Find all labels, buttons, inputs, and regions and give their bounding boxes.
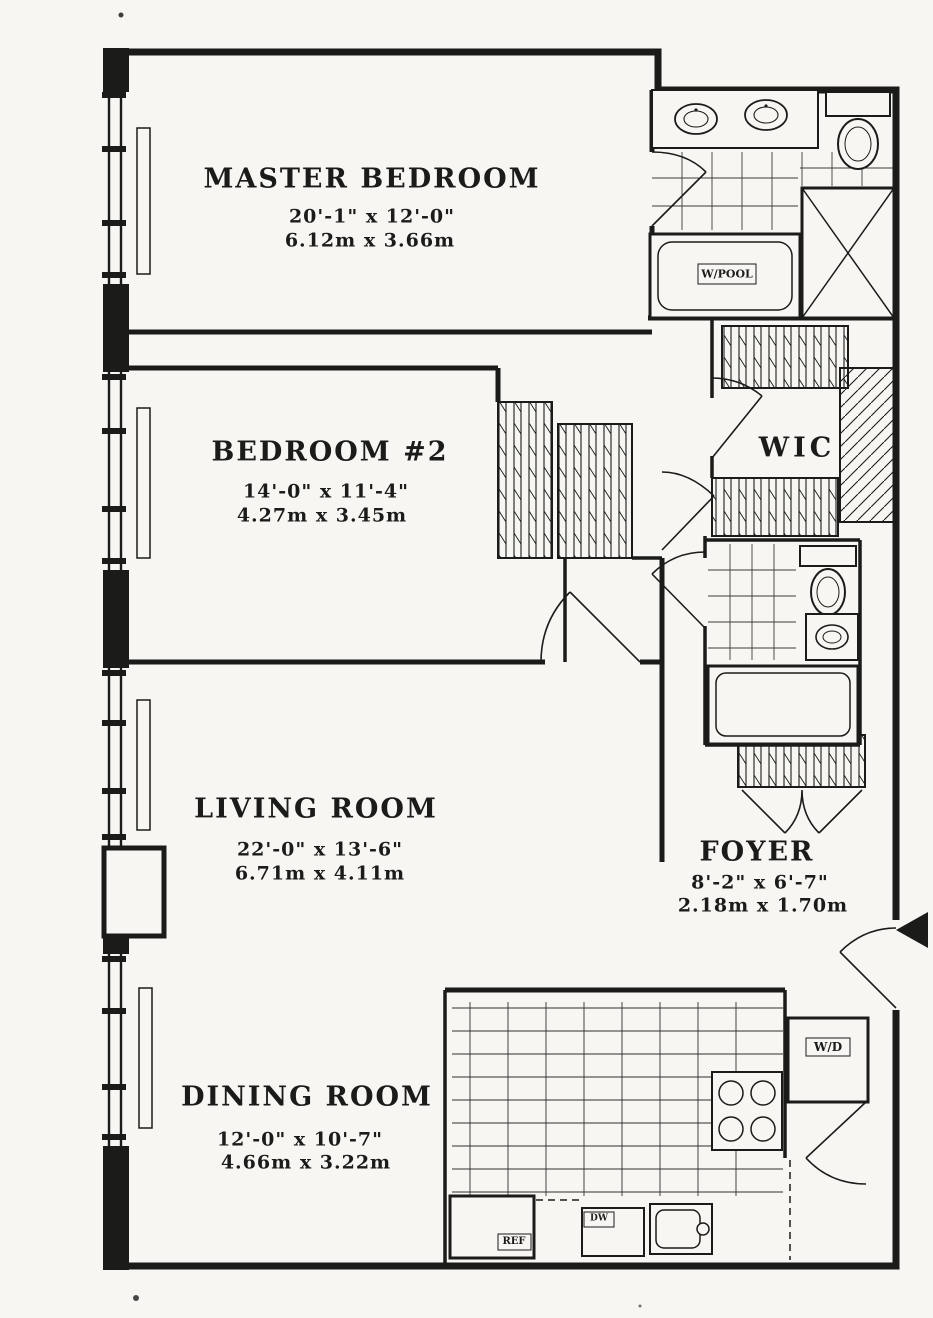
- kitchen: [448, 1016, 870, 1260]
- bedroom2-label: BEDROOM #2: [211, 436, 449, 468]
- dining-room-dim-metric: 4.66m x 3.22m: [220, 1151, 392, 1174]
- stove: [711, 1071, 783, 1151]
- master-bedroom-dim-imperial: 20'-1" x 12'-0": [288, 205, 456, 228]
- second-bathroom: [706, 545, 860, 746]
- living-room-label: LIVING ROOM: [194, 793, 438, 825]
- left-wall-windows: [102, 90, 153, 1146]
- foyer-dim-imperial: 8'-2" x 6'-7": [691, 871, 829, 894]
- bedroom2-closet-left: [497, 401, 553, 559]
- washer-dryer-door: [805, 1101, 867, 1185]
- dining-room-dim-imperial: 12'-0" x 10'-7": [216, 1128, 384, 1151]
- entry-arrow-icon: [896, 912, 928, 948]
- refrigerator: [448, 1194, 536, 1260]
- master-bedroom-dim-metric: 6.12m x 3.66m: [284, 229, 456, 252]
- doors: [540, 151, 897, 1185]
- window-mullion-ticks: [102, 92, 126, 1140]
- hall-door: [661, 471, 715, 551]
- entry-door: [839, 927, 897, 1009]
- wic-closet-right: [839, 367, 897, 523]
- refrigerator-label: REF: [502, 1236, 526, 1247]
- whirlpool-tub: [648, 232, 802, 320]
- bedroom2-dim-imperial: 14'-0" x 11'-4": [242, 480, 410, 503]
- vanity-sink-right: [744, 99, 788, 131]
- master-bath-door: [651, 151, 707, 227]
- window-sills: [136, 127, 153, 1129]
- vanity-sink-left: [674, 103, 718, 135]
- bedroom2-dim-metric: 4.27m x 3.45m: [236, 504, 408, 527]
- washer-dryer-label: W/D: [813, 1040, 843, 1054]
- toilet-master: [825, 91, 891, 170]
- kitchen-sink: [649, 1203, 713, 1255]
- wic-door: [711, 377, 763, 459]
- dishwasher-label: DW: [590, 1213, 608, 1224]
- dining-room-label: DINING ROOM: [181, 1081, 433, 1113]
- master-bathroom: [648, 89, 896, 320]
- foyer-closet-doors: [741, 789, 863, 834]
- bedroom2-closet-right: [557, 423, 633, 559]
- wic-closet-top: [721, 325, 849, 389]
- wic-closet-bottom: [711, 477, 839, 537]
- upper-cabinet-dashed-lines: [536, 1160, 791, 1260]
- living-room-dim-imperial: 22'-0" x 13'-6": [236, 838, 404, 861]
- bathtub: [706, 664, 860, 746]
- foyer-label: FOYER: [699, 836, 815, 868]
- scan-specks: [118, 12, 642, 1308]
- closets: [497, 325, 897, 788]
- toilet-second: [799, 545, 857, 616]
- bathroom-sink: [805, 613, 859, 661]
- second-bath-door: [651, 551, 706, 629]
- foyer-dim-metric: 2.18m x 1.70m: [677, 894, 849, 917]
- whirlpool-tub-label: W/POOL: [701, 267, 753, 281]
- bedroom2-door: [540, 591, 641, 663]
- washer-dryer: [786, 1016, 870, 1104]
- whirlpool-label-box: [697, 263, 757, 285]
- structural-panel: [101, 845, 167, 939]
- wic-label: WIC: [758, 432, 836, 464]
- dishwasher: [581, 1207, 645, 1257]
- living-room-dim-metric: 6.71m x 4.11m: [234, 862, 406, 885]
- master-bedroom-label: MASTER BEDROOM: [203, 163, 541, 195]
- shower-stall: [800, 186, 896, 320]
